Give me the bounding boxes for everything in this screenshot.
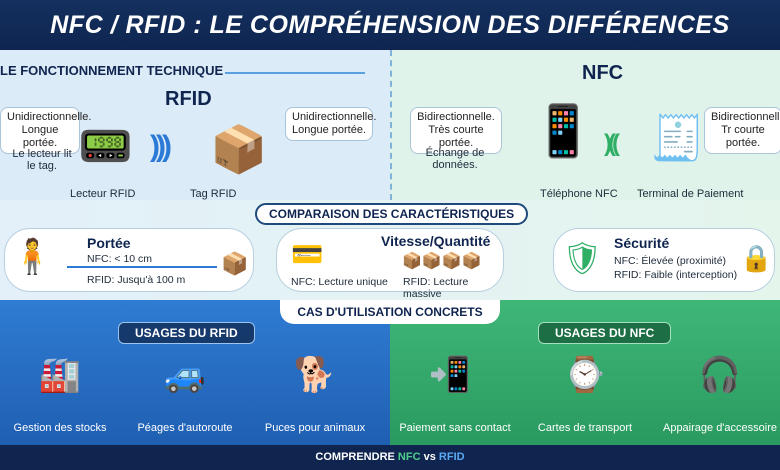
nfc-bubble-left: Bidirectionnelle. Très courte portée. [410, 107, 502, 154]
range-line [67, 266, 217, 268]
range-card: 🧍 Portée NFC: < 10 cm RFID: Jusqu'à 100 … [4, 228, 254, 292]
nfc-usages-heading: USAGES DU NFC [538, 322, 672, 344]
footer-vs: vs [423, 451, 436, 463]
padlock-icon: 🔒 [740, 243, 773, 273]
rfid-reader-icon: 📟 [78, 122, 133, 171]
rfid-bubble-left: Unidirectionnelle. Longue portée. [0, 107, 91, 154]
cards-icon: 💳 [291, 239, 324, 269]
headphones-icon: 🎧 [698, 356, 742, 394]
range-title: Portée [87, 235, 131, 251]
speed-title: Vitesse/Quantité [381, 233, 491, 249]
use-case-label: Puces pour animaux [264, 422, 366, 434]
phone-label: Téléphone NFC [540, 188, 618, 200]
security-card: 🛡 Sécurité NFC: Élevée (proximité) RFID:… [553, 228, 775, 292]
rfid-title: RFID [165, 88, 212, 110]
footer-prefix: COMPRENDRE [315, 451, 395, 463]
shield-check-icon: 🛡 [562, 240, 603, 276]
rfid-use-cases: USAGES DU RFID 🏭 🚙 🐕 Gestion des stocks … [0, 300, 390, 445]
range-nfc: NFC: < 10 cm [87, 253, 153, 265]
nfc-note: Échange de données. [425, 147, 485, 171]
rfid-usages-heading: USAGES DU RFID [118, 322, 255, 344]
rfid-note: Le lecteur lit le tag. [12, 148, 72, 172]
divider [225, 72, 365, 74]
rfid-bubble-right: Unidirectionnelle. Longue portée. [285, 107, 376, 141]
footer-rfid: RFID [438, 451, 465, 463]
box-icon: 📦 [221, 251, 249, 276]
use-case-label: Cartes de transport [537, 422, 633, 434]
footer: COMPRENDRE NFC vs RFID [0, 445, 780, 470]
range-rfid: RFID: Jusqu'à 100 m [87, 274, 186, 286]
warehouse-icon: 🏭 [38, 356, 82, 394]
speed-card: 💳 Vitesse/Quantité 📦📦📦📦 NFC: Lecture uni… [276, 228, 504, 300]
radio-waves-icon: ))) [150, 130, 172, 163]
transport-gate-icon: ⌚ [563, 356, 607, 394]
use-case-label: Paiement sans contact [399, 422, 511, 434]
use-case-label: Appairage d'accessoire [662, 422, 777, 434]
nfc-use-cases: USAGES DU NFC 📲 ⌚ 🎧 Paiement sans contac… [390, 300, 780, 445]
footer-nfc: NFC [397, 451, 421, 463]
nfc-technical-panel: NFC Bidirectionnelle. Très courte portée… [390, 50, 780, 200]
tag-label: Tag RFID [190, 188, 237, 200]
dog-icon: 🐕 [293, 356, 337, 394]
page-title: NFC / RFID : LE COMPRÉHENSION DES DIFFÉR… [0, 0, 780, 50]
nfc-bubble-right: Bidirectionnelle. Tr courte portée. [704, 107, 780, 154]
payment-icon: 📲 [428, 356, 472, 394]
security-title: Sécurité [614, 235, 670, 251]
speed-rfid: RFID: Lecture massive [403, 276, 469, 300]
section-heading-use-cases: CAS D'UTILISATION CONCRETS [280, 300, 500, 324]
nfc-phone-icon: 📱 [532, 103, 595, 159]
nfc-title: NFC [582, 62, 624, 84]
car-toll-icon: 🚙 [163, 356, 207, 394]
section-heading-technical: LE FONCTIONNEMENT TECHNIQUE [0, 63, 224, 78]
person-phone-icon: 🧍 [11, 238, 54, 276]
conveyor-boxes-icon: 📦📦📦📦 [402, 253, 482, 270]
use-case-label: Gestion des stocks [13, 422, 107, 434]
nfc-waves-icon: )(( [604, 130, 620, 157]
use-case-label: Péages d'autoroute [137, 422, 233, 434]
payment-terminal-icon: 🧾 [650, 114, 705, 163]
section-heading-comparison: COMPARAISON DES CARACTÉRISTIQUES [255, 203, 529, 225]
security-rfid: RFID: Faible (interception) [614, 269, 738, 281]
security-nfc: NFC: Élevée (proximité) [614, 255, 727, 267]
reader-label: Lecteur RFID [70, 188, 136, 200]
speed-nfc: NFC: Lecture unique [291, 276, 388, 288]
rfid-technical-panel: LE FONCTIONNEMENT TECHNIQUE RFID Unidire… [0, 50, 390, 200]
terminal-label: Terminal de Paiement [637, 188, 744, 200]
box-tag-icon: 📦 [210, 123, 268, 175]
